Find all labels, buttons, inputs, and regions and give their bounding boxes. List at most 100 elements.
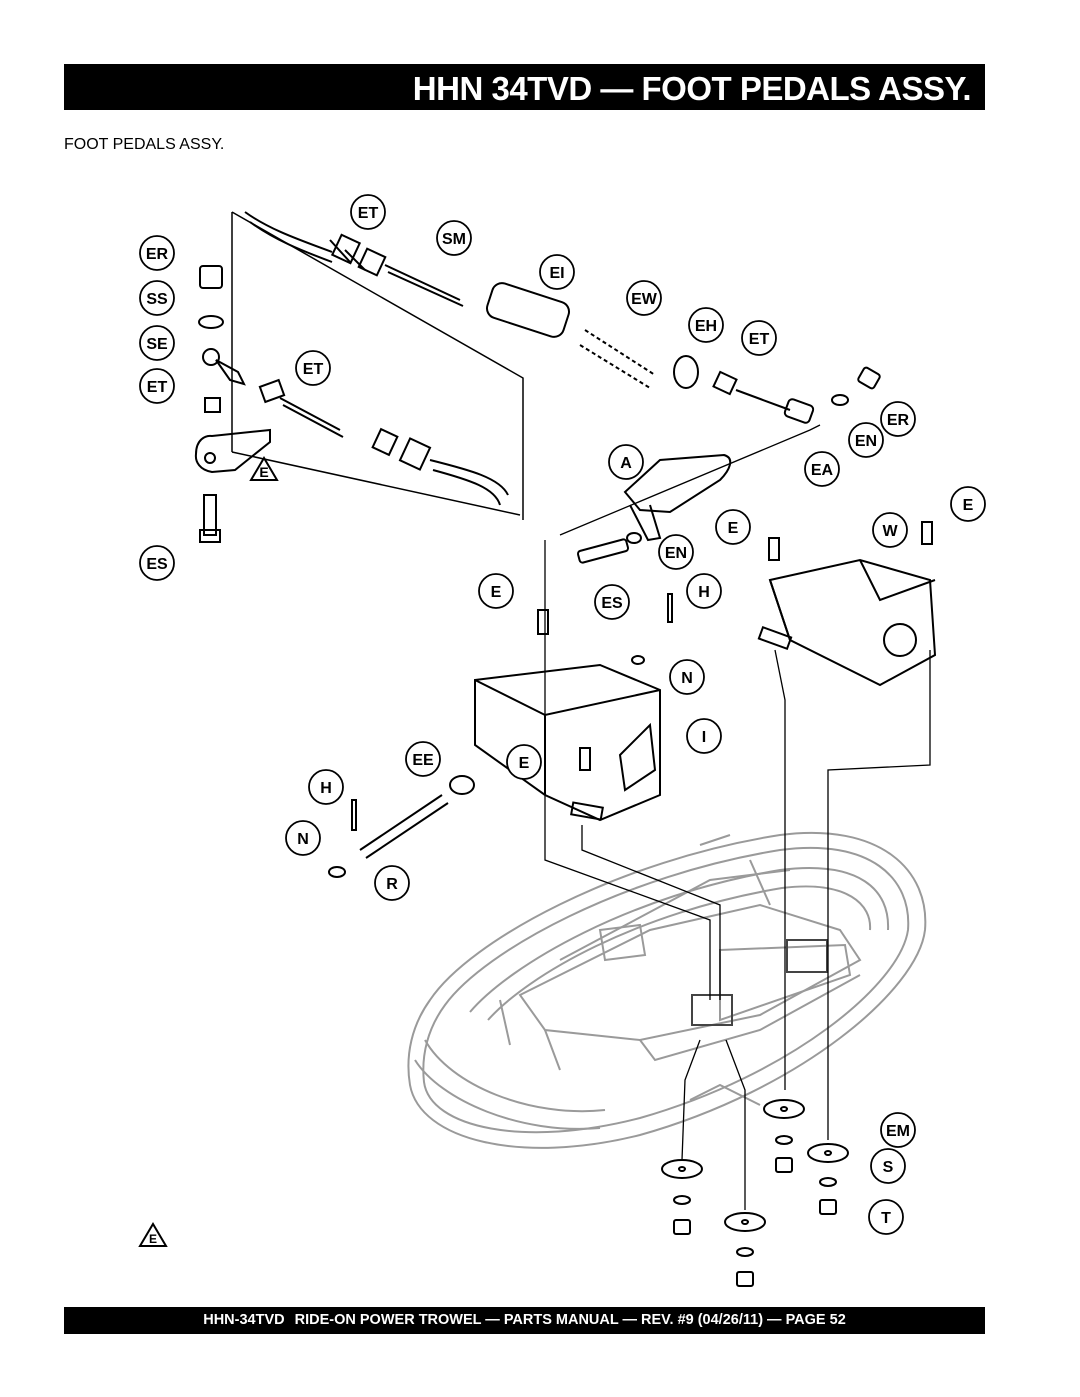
- triangle-label-e: E: [259, 464, 268, 480]
- callout-label: ET: [303, 361, 324, 378]
- callout-circle: [848, 422, 884, 458]
- callout-eh: EH: [688, 307, 724, 343]
- callout-ei: EI: [539, 254, 575, 290]
- callout-em: EM: [880, 1112, 916, 1148]
- callout-es: ES: [594, 584, 630, 620]
- triangle-label-e-bottom: E: [149, 1232, 157, 1246]
- callout-label: SM: [442, 231, 466, 248]
- callout-label: EE: [412, 752, 434, 769]
- callout-label: E: [728, 520, 739, 537]
- callout-circle: [478, 573, 514, 609]
- triangle-symbols: [138, 456, 279, 1247]
- callout-circle: [868, 1199, 904, 1235]
- callout-i: I: [686, 718, 722, 754]
- callout-circle: [436, 220, 472, 256]
- callout-et: ET: [139, 368, 175, 404]
- callout-en: EN: [848, 422, 884, 458]
- lever-hardware-drawing: [194, 265, 881, 543]
- callout-h: H: [308, 769, 344, 805]
- callout-h: H: [686, 573, 722, 609]
- callout-circle: [686, 718, 722, 754]
- callout-circle: [658, 534, 694, 570]
- callout-circle: [870, 1148, 906, 1184]
- callout-es: ES: [139, 545, 175, 581]
- callout-s: S: [870, 1148, 906, 1184]
- bottom-hardware-drawing: [661, 1099, 849, 1287]
- callout-label: EN: [665, 545, 687, 562]
- callout-label: H: [698, 584, 710, 601]
- callout-label: T: [881, 1210, 891, 1227]
- callout-circle: [539, 254, 575, 290]
- callout-circle: [139, 368, 175, 404]
- callout-label: EA: [811, 462, 834, 479]
- callout-circle: [506, 744, 542, 780]
- callout-et: ET: [350, 194, 386, 230]
- callout-circle: [350, 194, 386, 230]
- callout-e: E: [715, 509, 751, 545]
- callout-r: R: [374, 865, 410, 901]
- callout-label: ET: [749, 331, 770, 348]
- callout-label: ET: [358, 205, 379, 222]
- callout-label: EW: [631, 291, 658, 308]
- callout-circle: [626, 280, 662, 316]
- callout-label: E: [963, 497, 974, 514]
- callout-se: SE: [139, 325, 175, 361]
- callout-circle: [950, 486, 986, 522]
- page-footer-bar: HHN-34TVD RIDE-ON POWER TROWEL — PARTS M…: [64, 1307, 985, 1334]
- page-title: HHN 34TVD — FOOT PEDALS ASSY.: [412, 70, 972, 107]
- callout-et: ET: [295, 350, 331, 386]
- callout-circle: [608, 444, 644, 480]
- callout-circle: [715, 509, 751, 545]
- cable-frame-outline: [231, 211, 524, 520]
- callout-label: EN: [855, 433, 877, 450]
- callout-circle: [139, 325, 175, 361]
- callout-circle: [139, 545, 175, 581]
- callout-circle: [804, 451, 840, 487]
- callout-label: EH: [695, 318, 717, 335]
- footer-text: RIDE-ON POWER TROWEL — PARTS MANUAL — RE…: [294, 1312, 846, 1328]
- callout-label: E: [519, 755, 530, 772]
- callout-circle: [872, 512, 908, 548]
- callout-sm: SM: [436, 220, 472, 256]
- trowel-floor-plates: [691, 939, 828, 1026]
- callout-e: E: [950, 486, 986, 522]
- callout-circle: [139, 235, 175, 271]
- callout-label: S: [883, 1159, 894, 1176]
- callout-ss: SS: [139, 280, 175, 316]
- callout-e: E: [506, 744, 542, 780]
- callout-a: A: [608, 444, 644, 480]
- callout-circle: [880, 401, 916, 437]
- callout-label: R: [386, 876, 398, 893]
- callout-label: N: [297, 831, 309, 848]
- callout-label: ET: [147, 379, 168, 396]
- callout-e: E: [478, 573, 514, 609]
- callout-n: N: [669, 659, 705, 695]
- callout-label: SE: [146, 336, 168, 353]
- callout-label: ER: [146, 246, 169, 263]
- leader-lines: [544, 424, 931, 1210]
- callout-circle: [669, 659, 705, 695]
- callout-label: ES: [601, 595, 623, 612]
- callout-t: T: [868, 1199, 904, 1235]
- callout-er: ER: [880, 401, 916, 437]
- callout-n: N: [285, 820, 321, 856]
- section-subtitle: FOOT PEDALS ASSY.: [64, 136, 225, 153]
- callout-circle: [405, 741, 441, 777]
- callout-ea: EA: [804, 451, 840, 487]
- callout-en: EN: [658, 534, 694, 570]
- callout-ee: EE: [405, 741, 441, 777]
- callout-circle: [686, 573, 722, 609]
- throttle-cable-drawing: [244, 211, 509, 506]
- pedal-w-drawing: [757, 521, 937, 687]
- callout-ew: EW: [626, 280, 662, 316]
- callout-label: E: [491, 584, 502, 601]
- callout-label: W: [882, 523, 898, 540]
- callout-circle: [688, 307, 724, 343]
- callout-label: N: [681, 670, 693, 687]
- callout-circle: [285, 820, 321, 856]
- callout-label: SS: [146, 291, 168, 308]
- callout-w: W: [872, 512, 908, 548]
- callout-circle: [374, 865, 410, 901]
- callout-label: A: [620, 455, 632, 472]
